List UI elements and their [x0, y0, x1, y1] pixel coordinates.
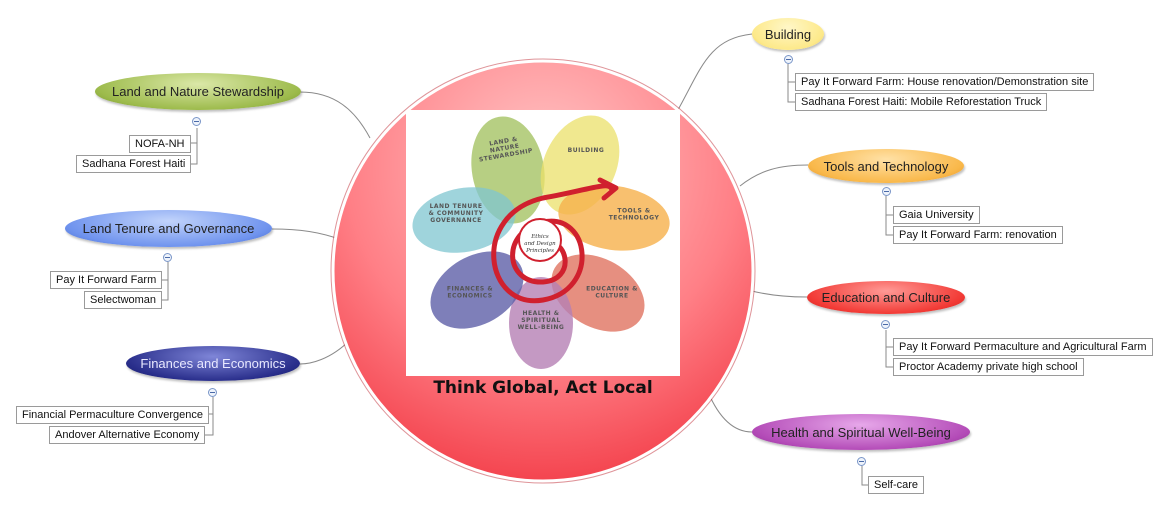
item-land-nature-1[interactable]: NOFA-NH [129, 135, 191, 153]
branch-land-tenure-governance[interactable]: Land Tenure and Governance [65, 210, 272, 247]
connector-education [747, 289, 808, 298]
flower-center-disc [518, 218, 562, 262]
petal-label: LAND &NATURESTEWARDSHIP [476, 133, 533, 163]
item-connectors [160, 64, 893, 486]
branch-building[interactable]: Building [752, 18, 824, 50]
collapse-toggle-health[interactable] [857, 457, 866, 466]
petal-finances [430, 251, 524, 329]
item-finances-2[interactable]: Andover Alternative Economy [49, 426, 206, 444]
petal-label: EDUCATION &CULTURE [586, 286, 638, 300]
collapse-toggle-education[interactable] [881, 320, 890, 329]
item-building-2[interactable]: Sadhana Forest Haiti: Mobile Reforestati… [795, 93, 1048, 111]
branch-tools-technology[interactable]: Tools and Technology [808, 149, 964, 183]
collapse-toggle-land-tenure[interactable] [163, 253, 172, 262]
branch-health-wellbeing[interactable]: Health and Spiritual Well-Being [752, 414, 970, 450]
item-land-tenure-2[interactable]: Selectwoman [84, 291, 163, 309]
connector-finances [299, 339, 351, 365]
petal-tools [558, 185, 670, 251]
item-land-tenure-1[interactable]: Pay It Forward Farm [50, 271, 163, 289]
item-tools-2[interactable]: Pay It Forward Farm: renovation [893, 226, 1063, 244]
collapse-toggle-building[interactable] [784, 55, 793, 64]
petal-land-tenure [412, 187, 516, 253]
connector-land-nature [299, 91, 371, 139]
item-tools-1[interactable]: Gaia University [893, 206, 980, 224]
svg-text:and Design: and Design [524, 241, 556, 247]
branch-land-nature-stewardship[interactable]: Land and Nature Stewardship [95, 73, 301, 110]
collapse-toggle-land-nature[interactable] [192, 117, 201, 126]
flower-center-text: Ethics [530, 234, 549, 240]
item-finances-1[interactable]: Financial Permaculture Convergence [16, 406, 209, 424]
item-education-1[interactable]: Pay It Forward Permaculture and Agricult… [893, 338, 1153, 356]
petal-labels: LAND &NATURESTEWARDSHIP BUILDING TOOLS &TE… [429, 133, 660, 331]
branch-education-culture[interactable]: Education and Culture [807, 281, 965, 314]
petal-label: BUILDING [568, 147, 605, 154]
branch-finances-economics[interactable]: Finances and Economics [126, 346, 300, 381]
item-education-2[interactable]: Proctor Academy private high school [893, 358, 1084, 376]
connector-tools [739, 164, 809, 187]
collapse-toggle-finances[interactable] [208, 388, 217, 397]
spiral-arrow [491, 183, 615, 304]
connector-land-tenure [271, 228, 343, 241]
collapse-toggle-tools[interactable] [882, 187, 891, 196]
connector-health [707, 391, 753, 433]
item-building-1[interactable]: Pay It Forward Farm: House renovation/De… [795, 73, 1095, 91]
svg-text:Principles: Principles [525, 248, 554, 254]
petal-label: TOOLS &TECHNOLOGY [609, 208, 660, 222]
permaculture-flower: Ethics and Design Principles [412, 115, 670, 369]
petal-education [551, 254, 645, 332]
item-health-1[interactable]: Self-care [868, 476, 925, 494]
central-topic-title[interactable]: Think Global, Act Local [433, 378, 653, 398]
petal-label: FINANCES &ECONOMICS [447, 286, 493, 300]
item-land-nature-2[interactable]: Sadhana Forest Haiti [76, 155, 192, 173]
